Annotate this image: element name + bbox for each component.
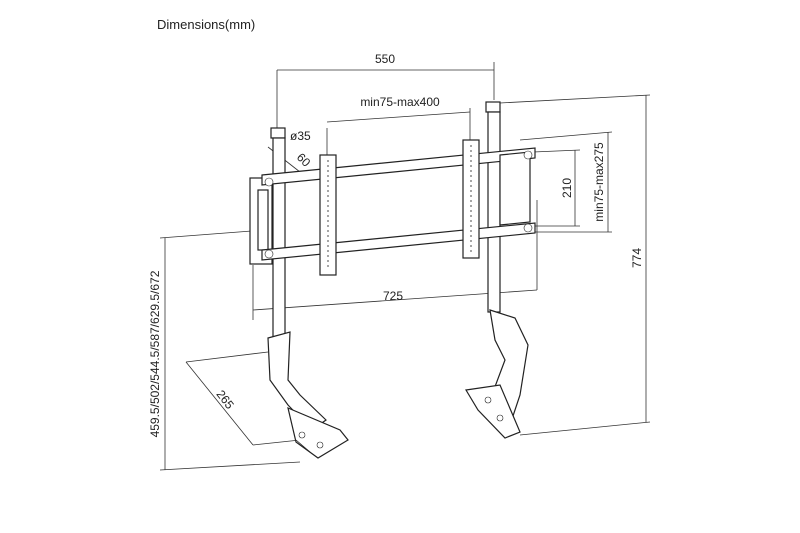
page-title: Dimensions(mm) xyxy=(157,17,256,32)
dimension-lines xyxy=(159,62,651,471)
panel-width-label: 725 xyxy=(383,289,403,303)
vesa-arm-right xyxy=(462,139,480,259)
panel-height-label: 210 xyxy=(560,178,574,198)
left-pole xyxy=(267,127,349,459)
pole-diameter-label: ø35 xyxy=(290,129,311,143)
arm-length-label: 265 xyxy=(213,387,237,412)
vesa-vertical-label: min75-max275 xyxy=(592,142,606,222)
height-positions-label: 459.5/502/544.5/587/629.5/672 xyxy=(148,270,162,437)
total-height-label: 774 xyxy=(630,248,644,268)
pole-spacing-label: 550 xyxy=(375,52,395,66)
angle-label: 60 xyxy=(294,150,314,170)
vesa-horizontal-label: min75-max400 xyxy=(360,95,440,109)
vesa-arm-left xyxy=(319,154,337,276)
